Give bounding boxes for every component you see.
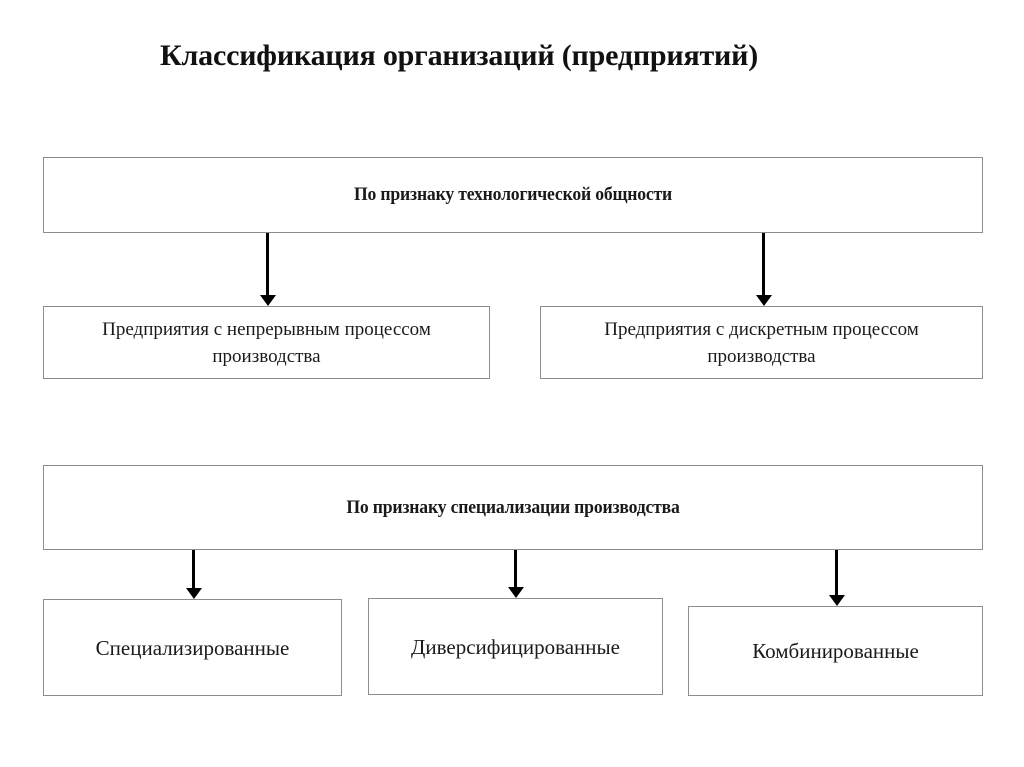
- node-combined-label: Комбинированные: [752, 639, 919, 663]
- arrow-down-icon-to-continuous: [266, 233, 269, 296]
- node-continuous-process: Предприятия с непрерывным процессом прои…: [43, 306, 490, 379]
- section-header-specialization-label: По признаку специализации производства: [346, 496, 680, 518]
- arrow-down-icon-to-discrete: [762, 233, 765, 296]
- node-specialized-label: Специализированные: [95, 635, 290, 660]
- section-header-technological: По признаку технологической общности: [43, 157, 983, 233]
- node-discrete-process: Предприятия с дискретным процессом произ…: [540, 306, 983, 379]
- node-continuous-process-label: Предприятия с непрерывным процессом прои…: [102, 318, 431, 367]
- node-diversified-label: Диверсифицированные: [411, 634, 620, 659]
- section-header-technological-label: По признаку технологической общности: [353, 184, 673, 205]
- node-discrete-process-label: Предприятия с дискретным процессом произ…: [604, 318, 919, 367]
- arrow-down-icon-to-diversified: [514, 550, 517, 588]
- arrow-down-icon-to-combined: [835, 550, 838, 596]
- arrow-down-icon-to-specialized: [192, 550, 195, 589]
- page-title: Классификация организаций (предприятий): [160, 39, 759, 72]
- node-specialized: Специализированные: [43, 599, 342, 696]
- section-header-specialization: По признаку специализации производства: [43, 465, 983, 550]
- node-combined: Комбинированные: [688, 606, 983, 696]
- node-diversified: Диверсифицированные: [368, 598, 663, 695]
